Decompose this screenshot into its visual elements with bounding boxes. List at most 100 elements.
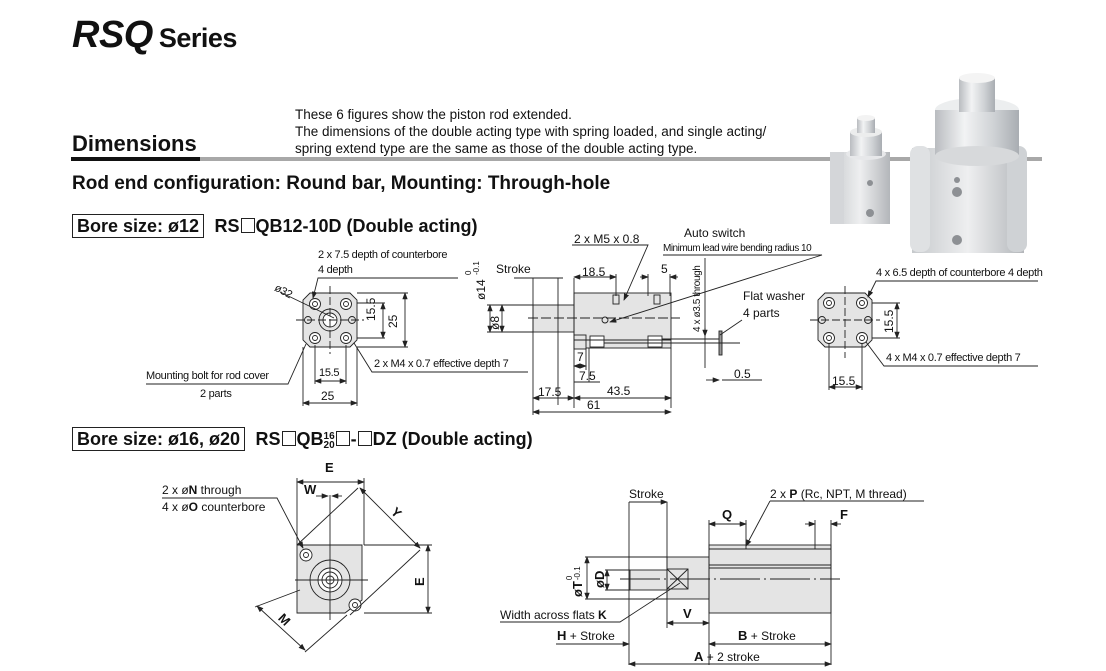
intro-note: These 6 figures show the piston rod exte… (295, 106, 766, 157)
large-cylinder (910, 73, 1027, 253)
dim-A: A + 2 stroke (694, 649, 760, 664)
bolt-note: Mounting bolt for rod cover (146, 370, 269, 382)
dim-7-5: 7.5 (579, 369, 596, 383)
placeholder-box-icon (335, 431, 350, 446)
note-prefix: 2 x ø (162, 483, 189, 497)
product-photo (830, 73, 1027, 253)
auto-switch-label: Auto switch (684, 226, 746, 240)
dim-7: 7 (577, 350, 584, 364)
model-suffix: QB12-10D (Double acting) (255, 216, 478, 236)
dim-H: H + Stroke (557, 628, 615, 643)
var-H: H (557, 628, 567, 643)
frac-bottom: 20 (323, 440, 335, 451)
note-suffix: (Rc, NPT, M thread) (797, 487, 907, 501)
model-mid: QB (296, 429, 324, 449)
dim-Q: Q (722, 507, 733, 522)
model-dash: - (350, 429, 357, 449)
bore16-20-size-label: Bore size: ø16, ø20 (72, 427, 246, 451)
var-B: B (738, 628, 748, 643)
dim-43-5: 43.5 (607, 384, 631, 398)
counterbore-note: 2 x 7.5 depth of counterbore (318, 249, 448, 261)
port-note-2: 2 x P (Rc, NPT, M thread) (770, 487, 907, 501)
dim-D: øD (592, 570, 607, 588)
dim-height-outer: 25 (386, 314, 400, 328)
var-T: øT (570, 581, 585, 597)
series-name: RSQ (72, 14, 153, 56)
bolt-parts-note: 2 parts (200, 388, 232, 400)
note-line: The dimensions of the double acting type… (295, 124, 767, 139)
T-tolerance: 0-0.1 (565, 566, 582, 581)
tol-bottom: -0.1 (573, 566, 582, 581)
dim-B: B + Stroke (738, 628, 796, 643)
rear-thread-note: 4 x M4 x 0.7 effective depth 7 (886, 352, 1021, 364)
model-suffix: DZ (Double acting) (372, 429, 533, 449)
note-suffix: + Stroke (747, 629, 796, 643)
note-prefix: 4 x ø (162, 500, 189, 514)
section-title: Dimensions (72, 131, 197, 156)
dim-17-5: 17.5 (538, 385, 562, 399)
var-P: P (789, 487, 798, 501)
note-prefix: 2 x (770, 487, 790, 501)
section-rule-accent (71, 157, 200, 161)
bore12-size-label: Bore size: ø12 (72, 214, 205, 238)
flat-washer-parts: 4 parts (743, 306, 780, 320)
dim-height-inner: 15.5 (364, 297, 378, 321)
dim-Y: Y (387, 504, 405, 521)
port-note: 2 x M5 x 0.8 (574, 232, 640, 246)
rod-dia-label: ø14 (474, 279, 488, 300)
dim-W: W (304, 482, 317, 497)
model-prefix: RS (214, 216, 240, 236)
note-line: spring extend type are the same as those… (295, 141, 698, 156)
dim-M: M (275, 610, 294, 629)
hole-note-through: 2 x øN through (162, 483, 241, 497)
tol-bottom: -0.1 (472, 261, 481, 275)
dia-32-label: ø32 (272, 282, 294, 302)
dim-61: 61 (587, 398, 601, 412)
section-rule-gray (200, 157, 1042, 161)
through-note: 4 x ø3.5 through (692, 265, 703, 332)
dim-18-5: 18.5 (582, 265, 606, 279)
thread-note: 2 x M4 x 0.7 effective depth 7 (374, 358, 509, 370)
bore12-model: RS QB12-10D (Double acting) (215, 216, 478, 236)
placeholder-box-icon (240, 218, 255, 233)
flats-note: Width across flats K (500, 608, 607, 622)
bore12-title: Bore size: ø12 RS QB12-10D (Double acting… (72, 214, 478, 238)
stroke-label-2: Stroke (629, 487, 664, 501)
dim-width-outer: 25 (321, 389, 335, 403)
rod-tolerance: 0-0.1 (464, 261, 481, 275)
dim-T: øT0-0.1 (565, 566, 587, 597)
placeholder-box-icon (281, 431, 296, 446)
dim-F: F (840, 507, 848, 522)
small-cylinder (830, 115, 890, 224)
var-N: N (188, 483, 198, 497)
rod-inner-dia: ø8 (488, 315, 502, 330)
dim-V: V (683, 606, 692, 621)
frac-top: 16 (323, 431, 335, 442)
config-title: Rod end configuration: Round bar, Mounti… (72, 173, 611, 194)
model-prefix: RS (255, 429, 281, 449)
counterbore-depth-note: 4 depth (318, 264, 353, 276)
dim-E-side: E (412, 577, 427, 586)
bore12-front-view (146, 277, 528, 406)
var-O: O (188, 500, 199, 514)
flat-washer-label: Flat washer (743, 289, 806, 303)
stroke-label: Stroke (496, 262, 531, 276)
note-suffix: counterbore (198, 500, 266, 514)
note-suffix: through (197, 483, 242, 497)
rear-dim-height: 15.5 (882, 309, 896, 333)
dim-width-inner: 15.5 (319, 367, 340, 379)
min-bend-note: Minimum lead wire bending radius 10 (663, 243, 812, 254)
rear-counterbore-note: 4 x 6.5 depth of counterbore 4 depth (876, 267, 1043, 279)
rear-dim-width: 15.5 (832, 374, 856, 388)
note-prefix: Width across flats (500, 608, 599, 622)
note-suffix: + Stroke (566, 629, 615, 643)
var-K: K (598, 608, 607, 622)
dim-E-top: E (325, 460, 334, 475)
rod-dia-value: ø14 (474, 279, 488, 300)
note-suffix: + 2 stroke (703, 650, 760, 664)
dim-5: 5 (661, 262, 668, 276)
dim-0-5: 0.5 (734, 367, 751, 381)
